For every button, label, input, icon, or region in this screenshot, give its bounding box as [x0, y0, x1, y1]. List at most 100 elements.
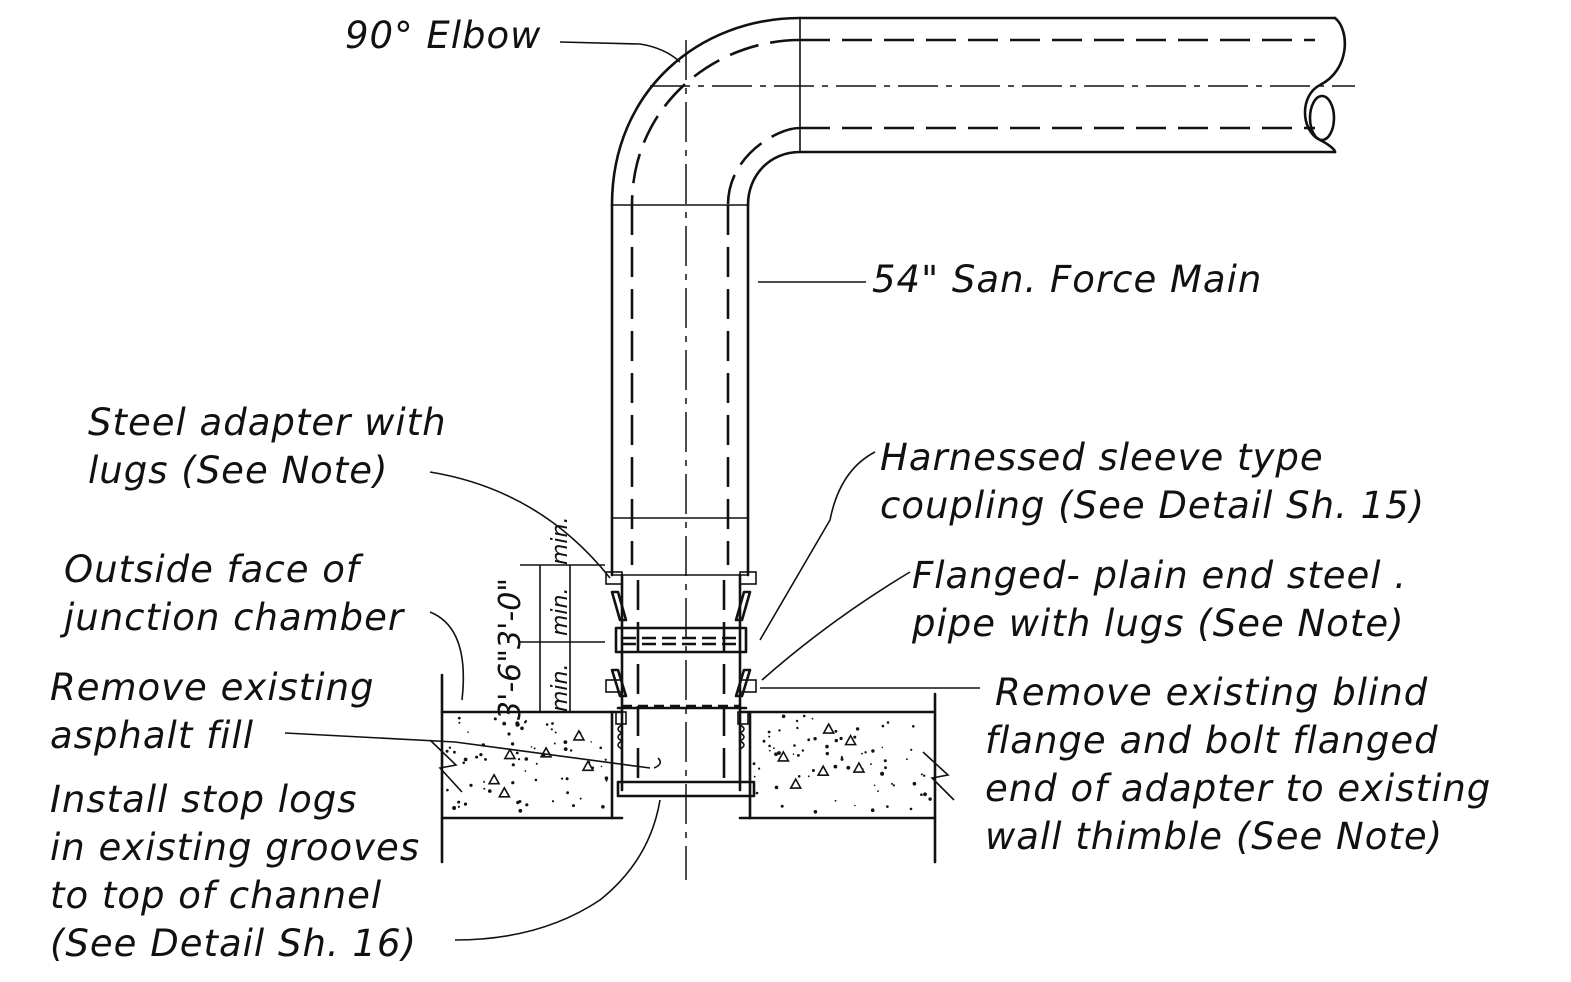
concrete-speck	[524, 757, 529, 761]
concrete-aggregate	[822, 722, 836, 734]
concrete-speck	[840, 756, 844, 759]
concrete-speck	[880, 771, 885, 776]
concrete-speck	[777, 751, 781, 755]
concrete-speck	[463, 802, 468, 806]
concrete-speck	[839, 736, 843, 741]
concrete-aggregate	[487, 773, 501, 785]
concrete-aggregate	[572, 729, 586, 741]
concrete-speck	[753, 775, 756, 778]
label-steel-adapter-line1: Steel adapter with	[88, 401, 447, 444]
concrete-speck	[475, 755, 479, 759]
concrete-speck	[605, 779, 608, 782]
concrete-speck	[525, 803, 529, 807]
concrete-speck	[864, 751, 867, 754]
concrete-speck	[563, 747, 568, 751]
concrete-speck	[445, 749, 449, 753]
label-stop-logs-line4: (See Detail Sh. 16)	[50, 922, 417, 965]
concrete-speck	[520, 726, 524, 731]
label-elbow: 90° Elbow	[345, 14, 541, 57]
concrete-speck	[534, 778, 538, 782]
concrete-speck	[604, 758, 607, 761]
concrete-speck	[453, 750, 456, 754]
concrete-speck	[566, 791, 569, 795]
concrete-aggregate	[498, 786, 511, 798]
concrete-speck	[801, 749, 805, 752]
vertical-pipe	[610, 40, 750, 880]
concrete-speck	[855, 727, 860, 731]
concrete-aggregate	[777, 750, 790, 762]
concrete-speck	[510, 742, 515, 746]
concrete-speck	[469, 783, 473, 787]
concrete-speck	[883, 759, 887, 763]
concrete-speck	[920, 793, 923, 796]
concrete-speck	[909, 807, 913, 811]
concrete-speck	[511, 781, 515, 785]
concrete-speck	[488, 789, 492, 793]
concrete-speck	[515, 751, 519, 755]
dimension-min-lower: min.	[548, 664, 573, 712]
concrete-speck	[780, 804, 784, 808]
label-blind-flange-line1: Remove existing blind	[995, 671, 1428, 714]
concrete-speck	[834, 729, 838, 733]
label-flanged-pipe-line1: Flanged- plain end steel .	[912, 554, 1407, 597]
concrete-speck	[912, 781, 917, 786]
concrete-speck	[758, 767, 761, 770]
dimension-lines: 3'-6"3'-0" min. min. min.	[493, 517, 605, 720]
concrete-speck	[923, 792, 927, 797]
concrete-speck	[877, 790, 879, 792]
concrete-speck	[553, 742, 556, 745]
concrete-speck	[457, 805, 460, 808]
concrete-speck	[535, 762, 538, 765]
label-force-main: 54" San. Force Main	[872, 258, 1262, 301]
concrete-speck	[524, 770, 527, 772]
concrete-speck	[452, 806, 457, 810]
concrete-speck	[886, 721, 890, 724]
concrete-speck	[458, 721, 461, 724]
concrete-speck	[768, 735, 771, 738]
concrete-speck	[778, 729, 781, 732]
concrete-speck	[515, 721, 520, 726]
concrete-speck	[833, 764, 838, 769]
concrete-speck	[550, 728, 553, 731]
concrete-speck	[604, 776, 609, 780]
label-stop-logs-line1: Install stop logs	[50, 778, 358, 821]
concrete-speck	[462, 761, 466, 765]
concrete-speck	[892, 784, 896, 787]
label-coupling-line2: coupling (See Detail Sh. 15)	[880, 484, 1425, 527]
dimension-min-upper: min.	[548, 588, 573, 636]
concrete-speck	[601, 805, 605, 809]
concrete-speck	[886, 805, 889, 808]
concrete-speck	[870, 808, 875, 812]
concrete-speck	[796, 726, 799, 730]
concrete-speck	[600, 765, 603, 768]
concrete-speck	[448, 746, 452, 749]
label-outside-face-line1: Outside face of	[64, 548, 364, 591]
concrete-speck	[891, 782, 894, 785]
concrete-speck	[563, 740, 568, 744]
concrete-speck	[565, 777, 569, 781]
concrete-speck	[854, 804, 856, 807]
concrete-speck	[479, 753, 483, 757]
concrete-speck	[807, 775, 810, 778]
concrete-speck	[516, 800, 520, 805]
concrete-speck	[774, 752, 778, 756]
concrete-speck	[570, 749, 573, 752]
concrete-speck	[773, 747, 775, 750]
concrete-speck	[463, 757, 468, 762]
concrete-speck	[502, 721, 507, 726]
concrete-speck	[511, 763, 515, 767]
concrete-speck	[910, 748, 913, 751]
concrete-speck	[446, 788, 449, 792]
concrete-speck	[774, 785, 779, 790]
concrete-speck	[834, 738, 838, 743]
concrete-speck	[523, 721, 527, 724]
concrete-speck	[483, 780, 486, 783]
concrete-speck	[797, 754, 800, 757]
concrete-speck	[768, 749, 771, 752]
label-blind-flange-line4: wall thimble (See Note)	[985, 815, 1443, 858]
concrete-speck	[484, 758, 487, 761]
concrete-speck	[834, 799, 837, 802]
concrete-speck	[912, 725, 915, 728]
dimension-min-upper-b: min.	[548, 517, 573, 565]
